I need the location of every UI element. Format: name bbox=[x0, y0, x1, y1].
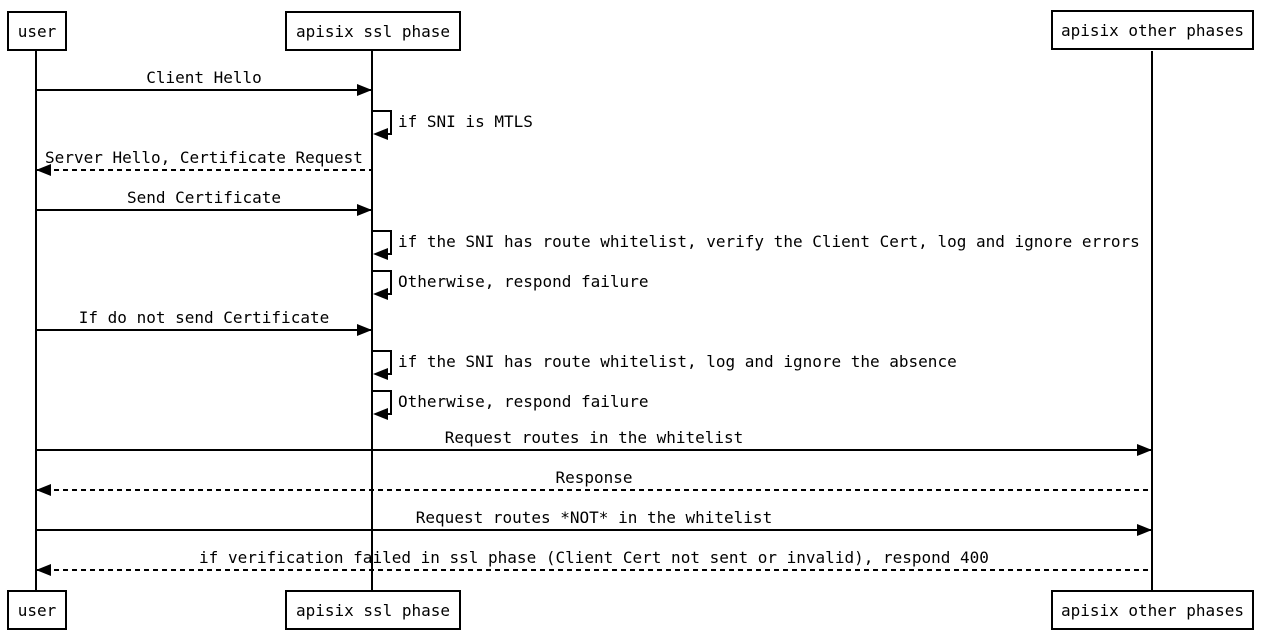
arrowhead-left-icon bbox=[373, 128, 388, 140]
actor-label: user bbox=[17, 21, 57, 41]
arrowhead-left-icon bbox=[373, 368, 388, 380]
selfloop-right-line bbox=[390, 230, 392, 255]
selfloop-top-line bbox=[372, 230, 392, 232]
message-label: Server Hello, Certificate Request bbox=[45, 148, 363, 167]
selfloop-right-line bbox=[390, 390, 392, 415]
arrowhead-left-icon bbox=[373, 408, 388, 420]
message-label: Request routes *NOT* in the whitelist bbox=[415, 508, 773, 527]
actor-label: apisix ssl phase bbox=[295, 600, 451, 620]
message-line bbox=[36, 449, 1152, 451]
arrowhead-right-icon bbox=[357, 324, 372, 336]
actor-box-user-bottom: user bbox=[7, 590, 67, 630]
message-line bbox=[36, 529, 1152, 531]
selfloop-top-line bbox=[372, 110, 392, 112]
actor-label: user bbox=[17, 600, 57, 620]
message-line bbox=[36, 489, 1152, 491]
message-line bbox=[36, 169, 372, 171]
message-label: Request routes in the whitelist bbox=[444, 428, 744, 447]
arrowhead-left-icon bbox=[373, 288, 388, 300]
lifeline-apisix-other-phases bbox=[1151, 51, 1153, 590]
message-label: Send Certificate bbox=[126, 188, 282, 207]
arrowhead-left-icon bbox=[373, 248, 388, 260]
message-label: if verification failed in ssl phase (Cli… bbox=[199, 548, 989, 567]
arrowhead-right-icon bbox=[357, 84, 372, 96]
message-label: Otherwise, respond failure bbox=[398, 392, 649, 411]
selfloop-top-line bbox=[372, 350, 392, 352]
selfloop-top-line bbox=[372, 270, 392, 272]
actor-label: apisix ssl phase bbox=[295, 21, 451, 41]
lifeline-user bbox=[35, 51, 37, 590]
message-label: Client Hello bbox=[146, 68, 262, 87]
message-line bbox=[36, 569, 1152, 571]
arrowhead-left-icon bbox=[36, 564, 51, 576]
selfloop-top-line bbox=[372, 390, 392, 392]
actor-label: apisix other phases bbox=[1060, 20, 1245, 40]
arrowhead-right-icon bbox=[357, 204, 372, 216]
message-label: if the SNI has route whitelist, log and … bbox=[398, 352, 957, 371]
selfloop-right-line bbox=[390, 350, 392, 375]
message-line bbox=[36, 209, 372, 211]
arrowhead-left-icon bbox=[36, 164, 51, 176]
message-line bbox=[36, 329, 372, 331]
arrowhead-left-icon bbox=[36, 484, 51, 496]
message-label: if SNI is MTLS bbox=[398, 112, 533, 131]
actor-box-apisix-other-phases-bottom: apisix other phases bbox=[1051, 590, 1254, 630]
selfloop-right-line bbox=[390, 110, 392, 135]
actor-box-user-top: user bbox=[7, 11, 67, 51]
actor-label: apisix other phases bbox=[1060, 600, 1245, 620]
message-label: If do not send Certificate bbox=[78, 308, 330, 327]
arrowhead-right-icon bbox=[1137, 444, 1152, 456]
actor-box-apisix-ssl-phase-top: apisix ssl phase bbox=[285, 11, 461, 51]
lifeline-apisix-ssl-phase bbox=[371, 51, 373, 590]
actor-box-apisix-other-phases-top: apisix other phases bbox=[1051, 10, 1254, 50]
message-label: Response bbox=[555, 468, 633, 487]
selfloop-right-line bbox=[390, 270, 392, 295]
message-line bbox=[36, 89, 372, 91]
actor-box-apisix-ssl-phase-bottom: apisix ssl phase bbox=[285, 590, 461, 630]
message-label: Otherwise, respond failure bbox=[398, 272, 649, 291]
message-label: if the SNI has route whitelist, verify t… bbox=[398, 232, 1140, 251]
arrowhead-right-icon bbox=[1137, 524, 1152, 536]
